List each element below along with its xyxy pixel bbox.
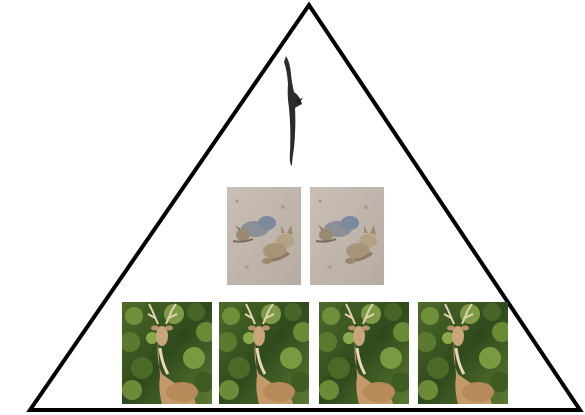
deer-photo-1 [120,302,216,404]
deer-photo-2 [217,302,313,404]
deer-photo-4 [416,302,512,404]
coyote-photo-2 [310,187,384,285]
coyote-photo-1 [227,187,301,285]
deer-photo-3 [317,302,413,404]
